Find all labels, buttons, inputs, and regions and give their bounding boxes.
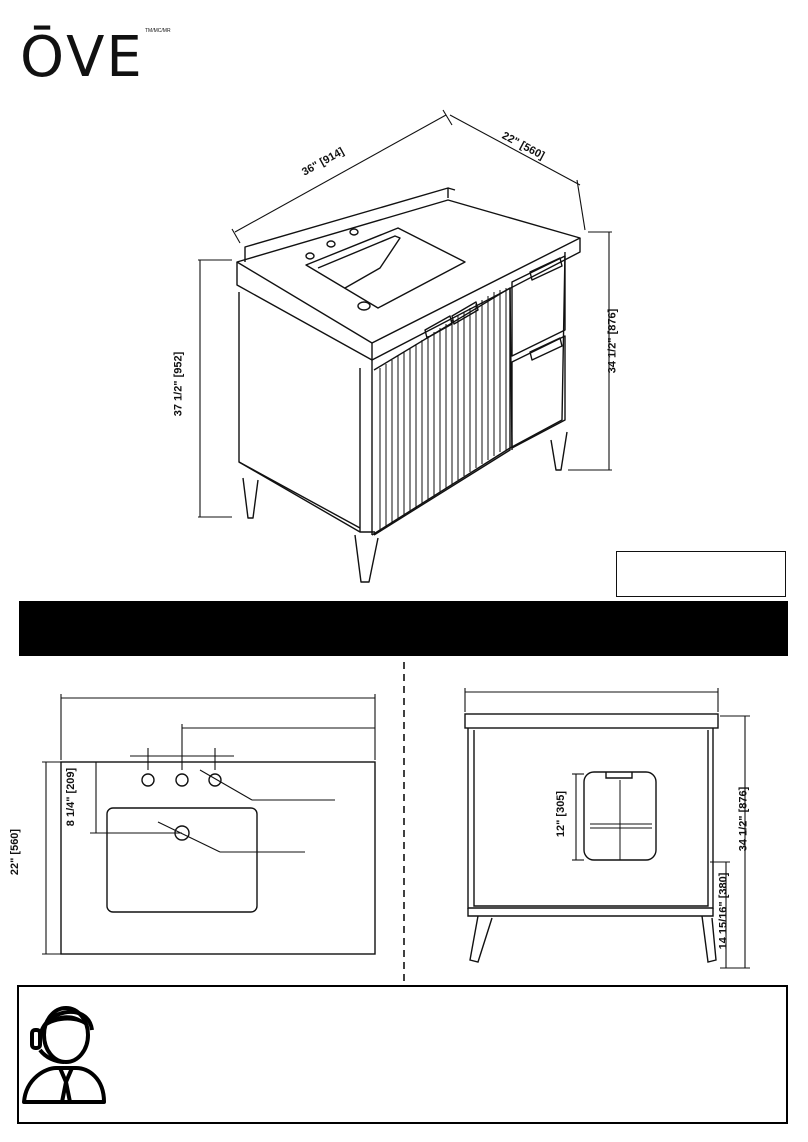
- brand-logo: ŌVE: [20, 25, 144, 90]
- model-number-box: [616, 551, 786, 597]
- top-and-side-views: [42, 662, 750, 982]
- contact-support-box: [17, 985, 788, 1124]
- trademark-mark: TM/MC/MR: [145, 28, 171, 34]
- vanity-isometric-drawing: [198, 109, 612, 583]
- specifications-banner: [19, 601, 788, 656]
